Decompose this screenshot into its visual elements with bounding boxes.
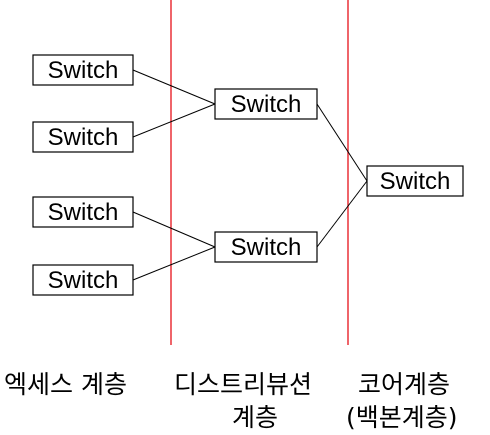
switch-node-access-3: Switch [32,196,134,228]
layer-dividers [170,0,349,345]
switch-box [214,88,318,120]
connections [132,69,368,281]
switch-box [366,165,464,197]
edge-access-3-to-dist-2 [132,211,216,248]
switch-label: Switch [231,91,302,118]
switch-label: Switch [48,124,119,151]
distribution-layer-label-line1: 디스트리뷰션 [174,370,312,399]
switch-label: Switch [48,57,119,84]
switch-label: Switch [380,168,451,195]
switch-node-dist-2: Switch [214,231,318,263]
switch-box [32,54,134,86]
switch-node-access-2: Switch [32,121,134,153]
switch-box [32,121,134,153]
switch-node-access-4: Switch [32,264,134,296]
access-layer-label: 엑세스 계층 [4,370,127,399]
switch-node-access-1: Switch [32,54,134,86]
switch-node-core-1: Switch [366,165,464,197]
layer-labels: 엑세스 계층 디스트리뷰션 계층 코어계층 (백본계층) [4,370,458,432]
switch-box [32,264,134,296]
core-layer-label-line1: 코어계층 [358,370,450,399]
edge-access-1-to-dist-1 [132,69,216,105]
edge-access-2-to-dist-1 [132,103,216,138]
switch-label: Switch [48,199,119,226]
switch-label: Switch [231,234,302,261]
edge-dist-1-to-core-1 [316,103,368,182]
switch-box [32,196,134,228]
switch-box [214,231,318,263]
core-layer-label-line2: (백본계층) [346,403,458,432]
switch-label: Switch [48,267,119,294]
distribution-layer-label-line2: 계층 [232,403,278,432]
switch-nodes: SwitchSwitchSwitchSwitchSwitchSwitchSwit… [32,54,464,296]
edge-dist-2-to-core-1 [316,180,368,248]
switch-node-dist-1: Switch [214,88,318,120]
edge-access-4-to-dist-2 [132,246,216,281]
